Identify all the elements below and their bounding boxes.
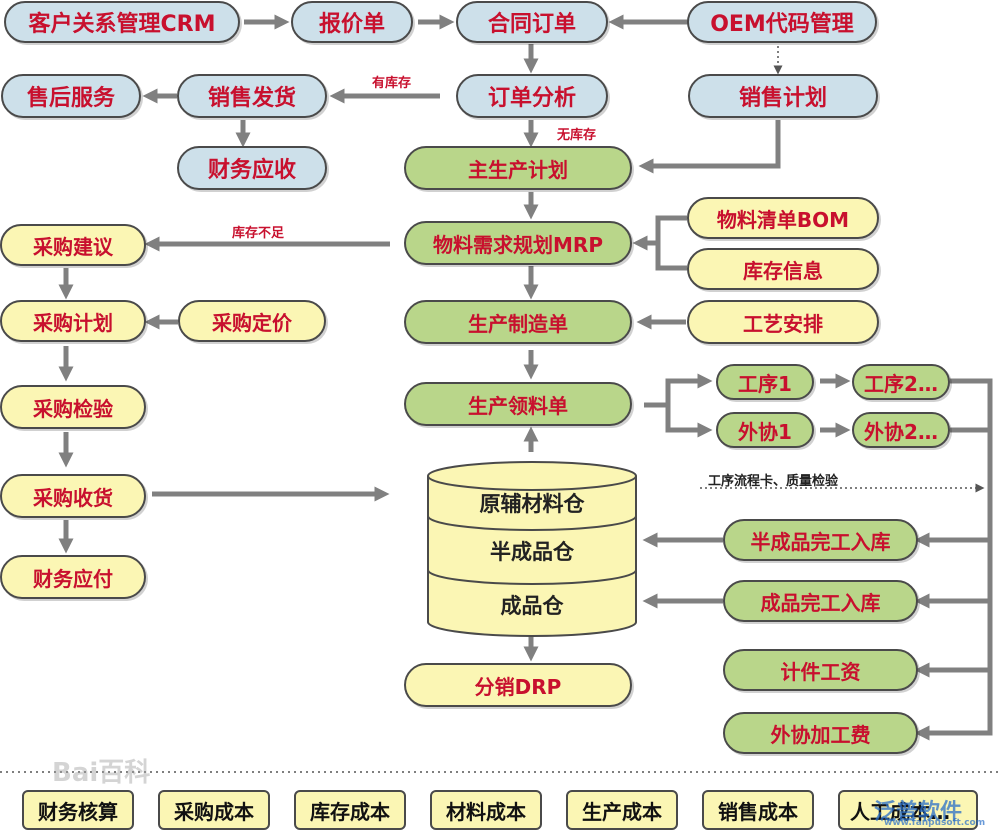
node-work-order: 生产制造单 <box>404 300 632 344</box>
node-contract: 合同订单 <box>456 1 608 43</box>
note-no-stock: 无库存 <box>557 128 597 143</box>
node-out2: 外协2… <box>852 412 950 448</box>
warehouse-cylinder <box>427 461 637 637</box>
node-outsource-fee: 外协加工费 <box>723 712 918 754</box>
node-pick-list: 生产领料单 <box>404 382 632 426</box>
node-order-analysis: 订单分析 <box>456 74 608 118</box>
brand-url-watermark: www.fanpusoft.com <box>884 818 986 828</box>
note-in-stock: 有库存 <box>372 76 412 91</box>
note-shortage: 库存不足 <box>232 226 285 241</box>
node-stock-info: 库存信息 <box>687 248 879 290</box>
node-mps: 主生产计划 <box>404 146 632 190</box>
line-bom-merge <box>655 215 687 271</box>
brand-watermark: 泛普软件 <box>874 800 963 825</box>
node-oem: OEM代码管理 <box>687 1 877 43</box>
node-quote: 报价单 <box>291 1 413 43</box>
node-crm: 客户关系管理CRM <box>4 1 240 43</box>
cost-labor: 人工成本… <box>838 790 978 830</box>
cost-material: 材料成本 <box>430 790 542 830</box>
node-semi-in: 半成品完工入库 <box>723 519 918 561</box>
cost-production: 生产成本 <box>566 790 678 830</box>
cost-purchase: 采购成本 <box>158 790 270 830</box>
node-sales-plan: 销售计划 <box>688 74 878 118</box>
baidu-watermark: Bai百科 <box>52 758 151 788</box>
node-purchase-inspect: 采购检验 <box>0 385 146 429</box>
cost-sales: 销售成本 <box>702 790 814 830</box>
node-finance-ap: 财务应付 <box>0 555 146 599</box>
node-purchase-suggest: 采购建议 <box>0 224 146 266</box>
warehouse-raw: 原辅材料仓 <box>479 492 585 516</box>
node-purchase-price: 采购定价 <box>178 300 326 342</box>
line-pick-branch-2 <box>665 405 713 438</box>
cost-inventory: 库存成本 <box>294 790 406 830</box>
node-mrp: 物料需求规划MRP <box>404 221 632 265</box>
node-finance-ar: 财务应收 <box>177 146 327 190</box>
node-sales-ship: 销售发货 <box>177 74 327 118</box>
node-bom: 物料清单BOM <box>687 197 879 239</box>
line-pick-branch <box>644 373 713 408</box>
node-out1: 外协1 <box>716 412 814 448</box>
node-finished-in: 成品完工入库 <box>723 580 918 622</box>
warehouse-semi: 半成品仓 <box>490 540 574 564</box>
node-proc1: 工序1 <box>716 364 814 400</box>
node-purchase-receive: 采购收货 <box>0 474 146 518</box>
node-after-sales: 售后服务 <box>1 74 141 118</box>
node-proc2: 工序2… <box>852 364 950 400</box>
node-piece-wage: 计件工资 <box>723 649 918 691</box>
arrow-salesplan-mps <box>638 120 781 174</box>
note-route-card: 工序流程卡、质量检验 <box>708 474 839 489</box>
node-purchase-plan: 采购计划 <box>0 300 146 342</box>
node-drp: 分销DRP <box>404 663 632 707</box>
warehouse-finished: 成品仓 <box>500 594 564 618</box>
cost-finance: 财务核算 <box>22 790 134 830</box>
node-process-arrange: 工艺安排 <box>687 300 879 344</box>
